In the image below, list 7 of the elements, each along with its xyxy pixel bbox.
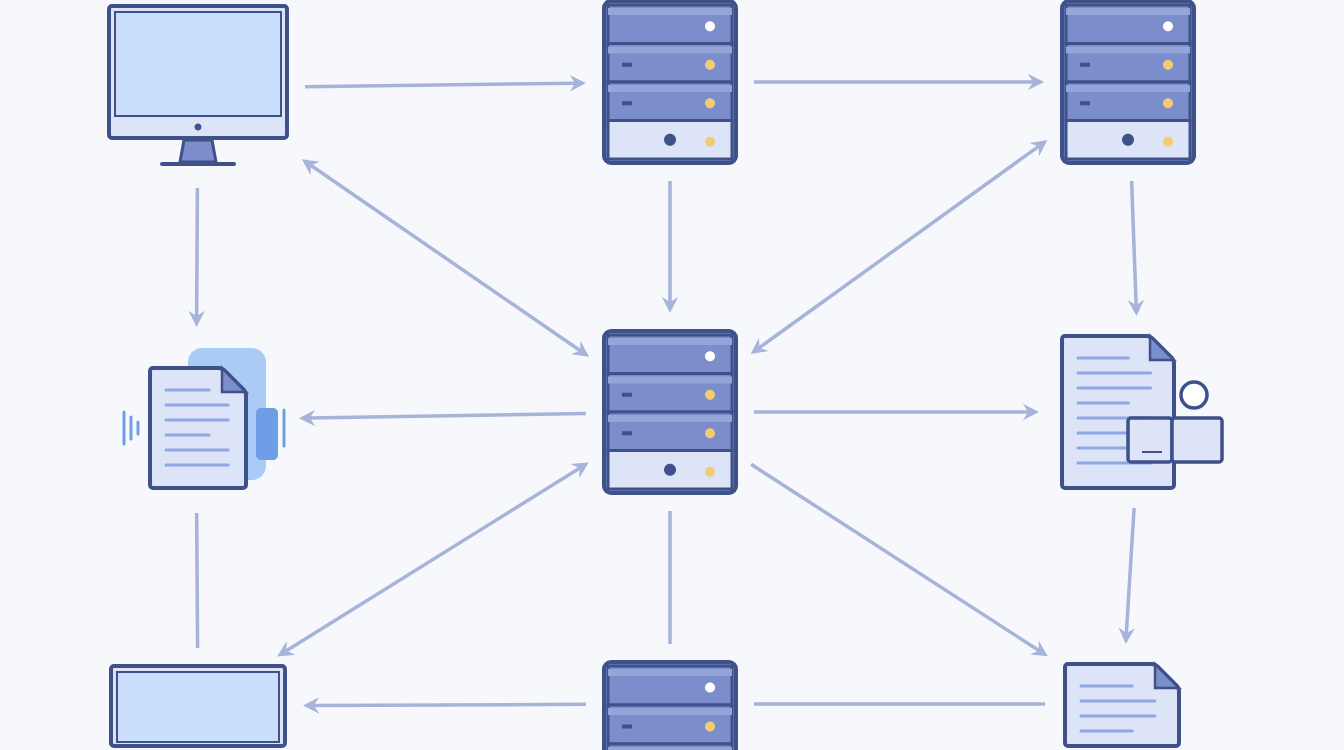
server-drawing <box>602 0 738 165</box>
server-drawing <box>1060 0 1196 165</box>
server-drawing <box>602 660 738 750</box>
server-drawing <box>602 329 738 495</box>
audio-document-drawing <box>122 348 286 490</box>
monitor-drawing <box>109 664 287 748</box>
monitor-drawing <box>107 4 289 166</box>
